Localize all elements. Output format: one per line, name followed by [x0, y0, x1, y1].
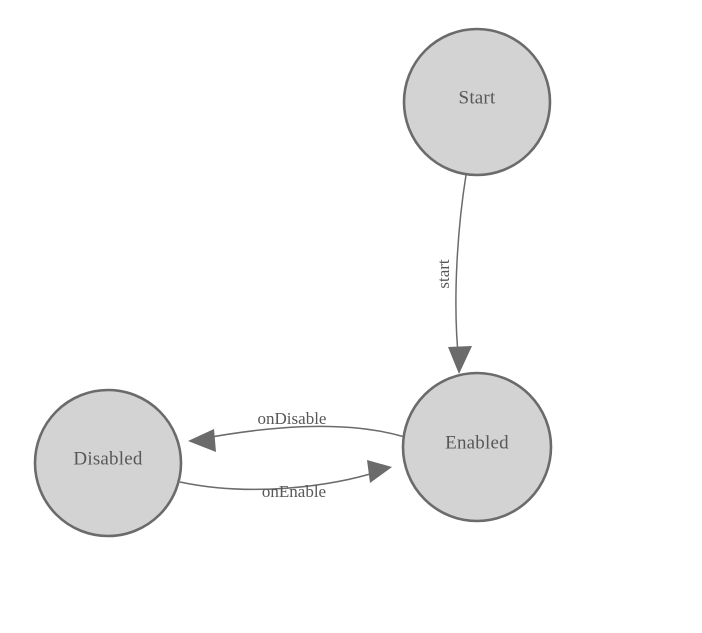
edge-enabled-to-disabled[interactable]: onDisable	[188, 409, 406, 452]
edge-line	[179, 470, 381, 491]
arrowhead-icon	[367, 460, 392, 483]
edge-line	[199, 425, 406, 440]
node-label-disabled: Disabled	[73, 448, 142, 469]
edge-disabled-to-enabled[interactable]: onEnable	[179, 460, 392, 501]
node-disabled[interactable]: Disabled	[33, 388, 183, 538]
arrowhead-icon	[188, 429, 216, 452]
node-shape	[401, 371, 553, 523]
edge-start-to-enabled[interactable]: start	[434, 174, 472, 374]
node-start[interactable]: Start	[402, 27, 552, 177]
node-label-enabled: Enabled	[445, 432, 509, 453]
edge-label-onenable: onEnable	[262, 482, 326, 501]
node-shape	[402, 27, 552, 177]
node-enabled[interactable]: Enabled	[401, 371, 553, 523]
edge-label-start: start	[434, 259, 453, 289]
node-label-start: Start	[459, 87, 496, 108]
edge-label-ondisable: onDisable	[258, 409, 327, 428]
node-shape	[33, 388, 183, 538]
edge-line	[455, 174, 467, 365]
arrowhead-icon	[448, 346, 472, 374]
